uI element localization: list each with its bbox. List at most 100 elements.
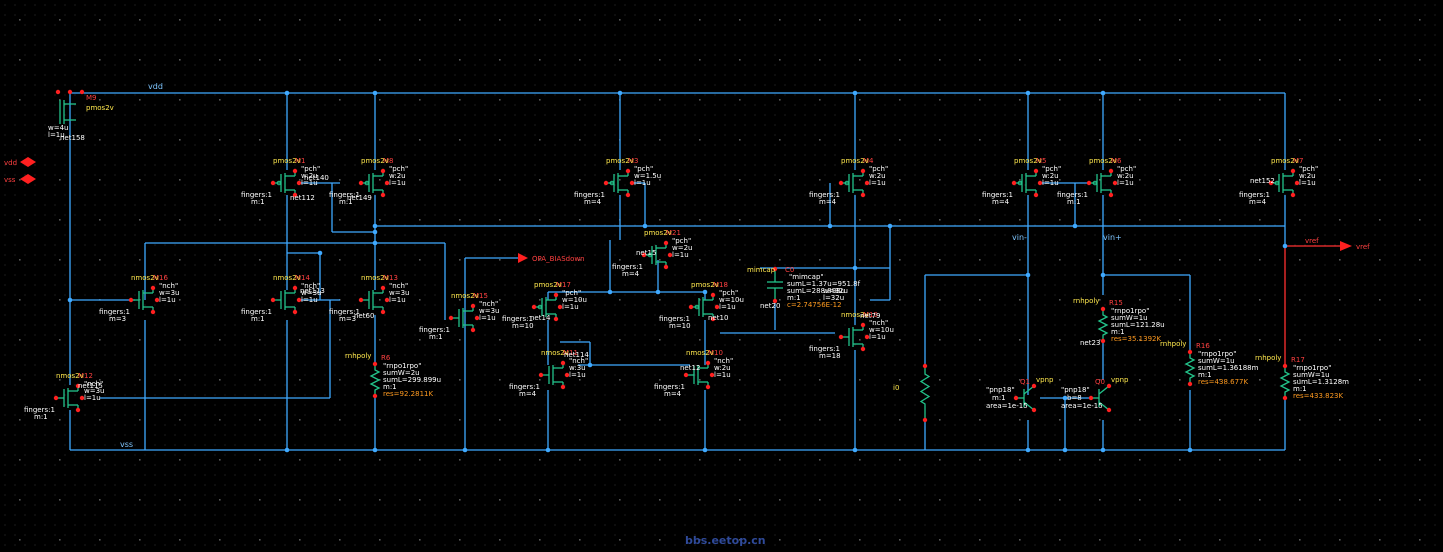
device-name: C0	[785, 266, 794, 274]
device-sumw: sumW=2u	[383, 369, 420, 377]
device-type: pmos2v	[841, 157, 869, 165]
device-type: rnhpoly	[1255, 354, 1281, 362]
device-name: M10	[708, 349, 723, 357]
device-length: l=1u	[1042, 179, 1059, 187]
device-length: l=1u	[562, 303, 579, 311]
device-name: R17	[1291, 356, 1305, 364]
pin-vdd[interactable]: vdd	[4, 157, 36, 167]
device-width: w:2u	[301, 172, 318, 180]
device-multiplier: m=18	[819, 352, 841, 360]
device-model: "nch"	[869, 319, 888, 327]
device-name: M3	[628, 157, 639, 165]
capacitor-c0[interactable]: C0mimcap"mimcap"sumL=1.37u=951.8fsumL=28…	[747, 266, 861, 309]
device-length: l=1u	[869, 179, 886, 187]
device-param2: area=1e-15	[986, 402, 1028, 410]
pin-vss[interactable]: vss	[4, 174, 36, 184]
device-res: res=92.2811K	[383, 390, 433, 398]
device-type: pmos2v	[361, 157, 389, 165]
device-type: nmos2v	[273, 274, 301, 282]
device-multiplier: m=10	[669, 322, 691, 330]
device-name: M19	[863, 311, 878, 319]
device-length: l=1u	[301, 296, 318, 304]
current-source-i0[interactable]	[919, 363, 931, 423]
device-length: l=1u	[1117, 179, 1134, 187]
device-model: "rnpo1rpo"	[1111, 307, 1149, 315]
net-label-i0: i0	[893, 384, 899, 392]
device-width: w:2u	[1299, 172, 1316, 180]
device-model: "pch"	[1042, 165, 1061, 173]
resistor-r17[interactable]: R17rnhpoly"rnpo1rpo"sumW=1usumL=1.3128mm…	[1255, 354, 1349, 401]
device-type: vpnp	[1111, 376, 1129, 384]
device-model: "nch"	[714, 357, 733, 365]
device-model: "pch"	[634, 165, 653, 173]
device-res: res=35.1392K	[1111, 335, 1161, 343]
pin-vref[interactable]: vref	[1340, 241, 1370, 251]
resistor-r15[interactable]: R15rnhpoly"rnpo1rpo"sumW=1usumL=121.28um…	[1073, 297, 1165, 344]
device-name: M6	[1111, 157, 1122, 165]
device-multiplier: m=4	[992, 198, 1010, 206]
device-name: M7	[1293, 157, 1304, 165]
resistor-r6[interactable]: R6rnhpoly"rnpo1rpo"sumW=2usumL=299.899um…	[345, 352, 441, 399]
device-fingers: fingers:1	[509, 383, 540, 391]
device-multiplier: m:1	[429, 333, 443, 341]
device-fingers: fingers:1	[809, 345, 840, 353]
device-type: nmos2v	[361, 274, 389, 282]
device-type: nmos2v	[56, 372, 84, 380]
device-model: "rnpo1rpo"	[1198, 350, 1236, 358]
device-type: pmos2v	[273, 157, 301, 165]
device-type: nmos2v	[131, 274, 159, 282]
device-model: "pch"	[389, 165, 408, 173]
device-fingers: fingers:1	[659, 315, 690, 323]
device-model: "pnp18"	[986, 386, 1015, 394]
resistor-r16[interactable]: R16rnhpoly"rnpo1rpo"sumW=1usumL=1.36188m…	[1160, 340, 1259, 387]
junctions	[67, 90, 1288, 453]
svg-text:vdd: vdd	[4, 159, 17, 167]
device-model: "pch"	[562, 289, 581, 297]
device-model: "pch"	[1299, 165, 1318, 173]
device-m: m:1	[383, 383, 397, 391]
device-fingers: fingers:1	[654, 383, 685, 391]
watermark: bbs.eetop.cn	[685, 534, 766, 547]
device-name: M16	[153, 274, 168, 282]
net-label-net12: net12	[680, 364, 700, 372]
device-model: "pch"	[1117, 165, 1136, 173]
device-type: pmos2v	[691, 281, 719, 289]
device-width: w=10u	[562, 296, 587, 304]
device-fingers: fingers:1	[612, 263, 643, 271]
pin-bias[interactable]: OPA_BIASdown	[518, 253, 585, 263]
device-name: M21	[666, 229, 681, 237]
device-width: w=3u	[389, 289, 409, 297]
net-label-vss: vss	[120, 440, 133, 449]
device-type: vpnp	[1036, 376, 1054, 384]
device-fingers: fingers:1	[241, 191, 272, 199]
net-label-vdd: vdd	[148, 82, 163, 91]
device-multiplier: m:1	[251, 315, 265, 323]
svg-text:vref: vref	[1356, 243, 1370, 251]
device-multiplier: m:1	[1067, 198, 1081, 206]
device-name: M9	[86, 94, 97, 102]
device-type: pmos2v	[606, 157, 634, 165]
